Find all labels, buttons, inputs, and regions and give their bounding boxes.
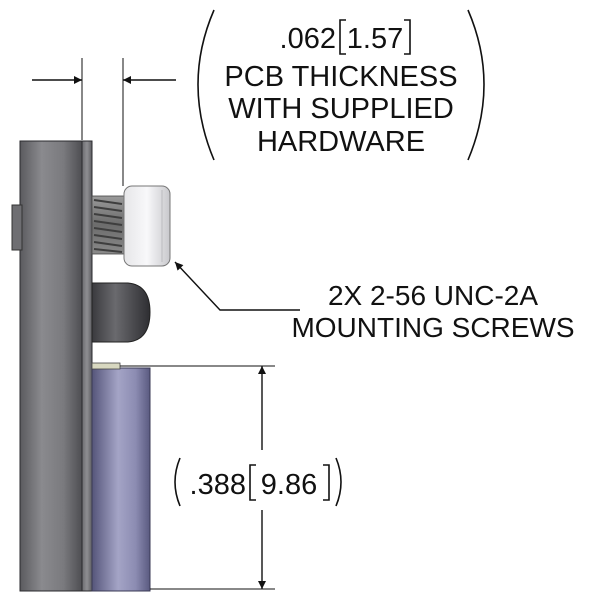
shim-plate <box>91 362 121 370</box>
thickness-imperial-value: .062 <box>280 23 336 55</box>
height-imperial-value: .388 <box>190 469 246 501</box>
screw-thread <box>91 195 125 255</box>
height-metric-bracket-right <box>323 464 330 501</box>
thickness-metric-bracket-left <box>339 19 346 55</box>
back-panel <box>19 140 83 592</box>
screw-callout-line1: 2X 2-56 UNC-2A <box>328 280 538 311</box>
part-assembly <box>11 140 171 592</box>
screw-callout-line2: MOUNTING SCREWS <box>291 312 574 343</box>
thickness-left-paren <box>197 9 215 161</box>
thickness-label-line1: PCB THICKNESS <box>224 61 457 93</box>
height-right-paren <box>335 457 342 507</box>
thickness-metric-bracket-right <box>404 19 411 55</box>
height-left-paren <box>174 457 181 507</box>
rounded-nub <box>91 282 151 343</box>
thickness-label-line3: HARDWARE <box>257 126 425 158</box>
lower-block <box>91 367 151 592</box>
thickness-metric-value: 1.57 <box>347 23 403 55</box>
thickness-label-line2: WITH SUPPLIED <box>228 93 454 125</box>
height-metric-bracket-left <box>249 464 256 501</box>
height-dimension <box>120 365 275 590</box>
screw-head <box>123 185 171 267</box>
screw-leader <box>174 261 300 311</box>
thickness-right-paren <box>467 9 485 161</box>
pcb-edge <box>81 140 93 592</box>
height-metric-value: 9.86 <box>261 469 317 501</box>
thickness-dimension <box>32 58 176 186</box>
left-connector <box>11 204 23 251</box>
